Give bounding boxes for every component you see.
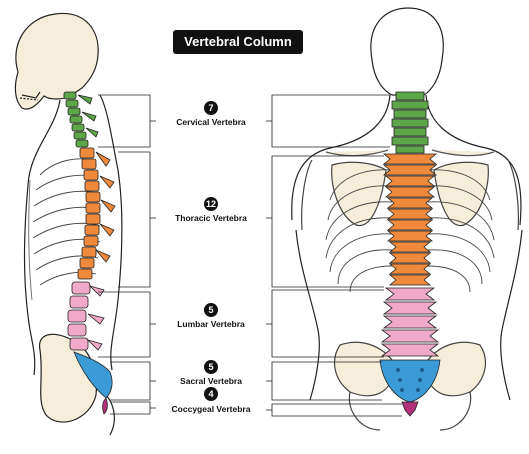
lumbar-count-badge: 5	[204, 303, 218, 317]
cervical-label: Cervical Vertebra	[176, 117, 246, 127]
lumbar-label: Lumbar Vertebra	[177, 319, 245, 329]
side-view-figure	[14, 12, 123, 436]
sacral-label: Sacral Vertebra	[180, 376, 242, 386]
diagram-title: Vertebral Column	[173, 30, 303, 54]
thoracic-label: Thoracic Vertebra	[175, 213, 247, 223]
cervical-count-badge: 7	[204, 101, 218, 115]
sacral-count-badge: 5	[204, 360, 218, 374]
thoracic-count-badge: 12	[204, 197, 218, 211]
coccygeal-label: Coccygeal Vertebra	[171, 404, 251, 414]
coccygeal-count-badge: 4	[204, 387, 218, 401]
side-spine	[63, 91, 116, 415]
back-spine	[379, 91, 441, 417]
bracket-lines	[98, 94, 402, 417]
back-view-figure	[291, 7, 523, 431]
